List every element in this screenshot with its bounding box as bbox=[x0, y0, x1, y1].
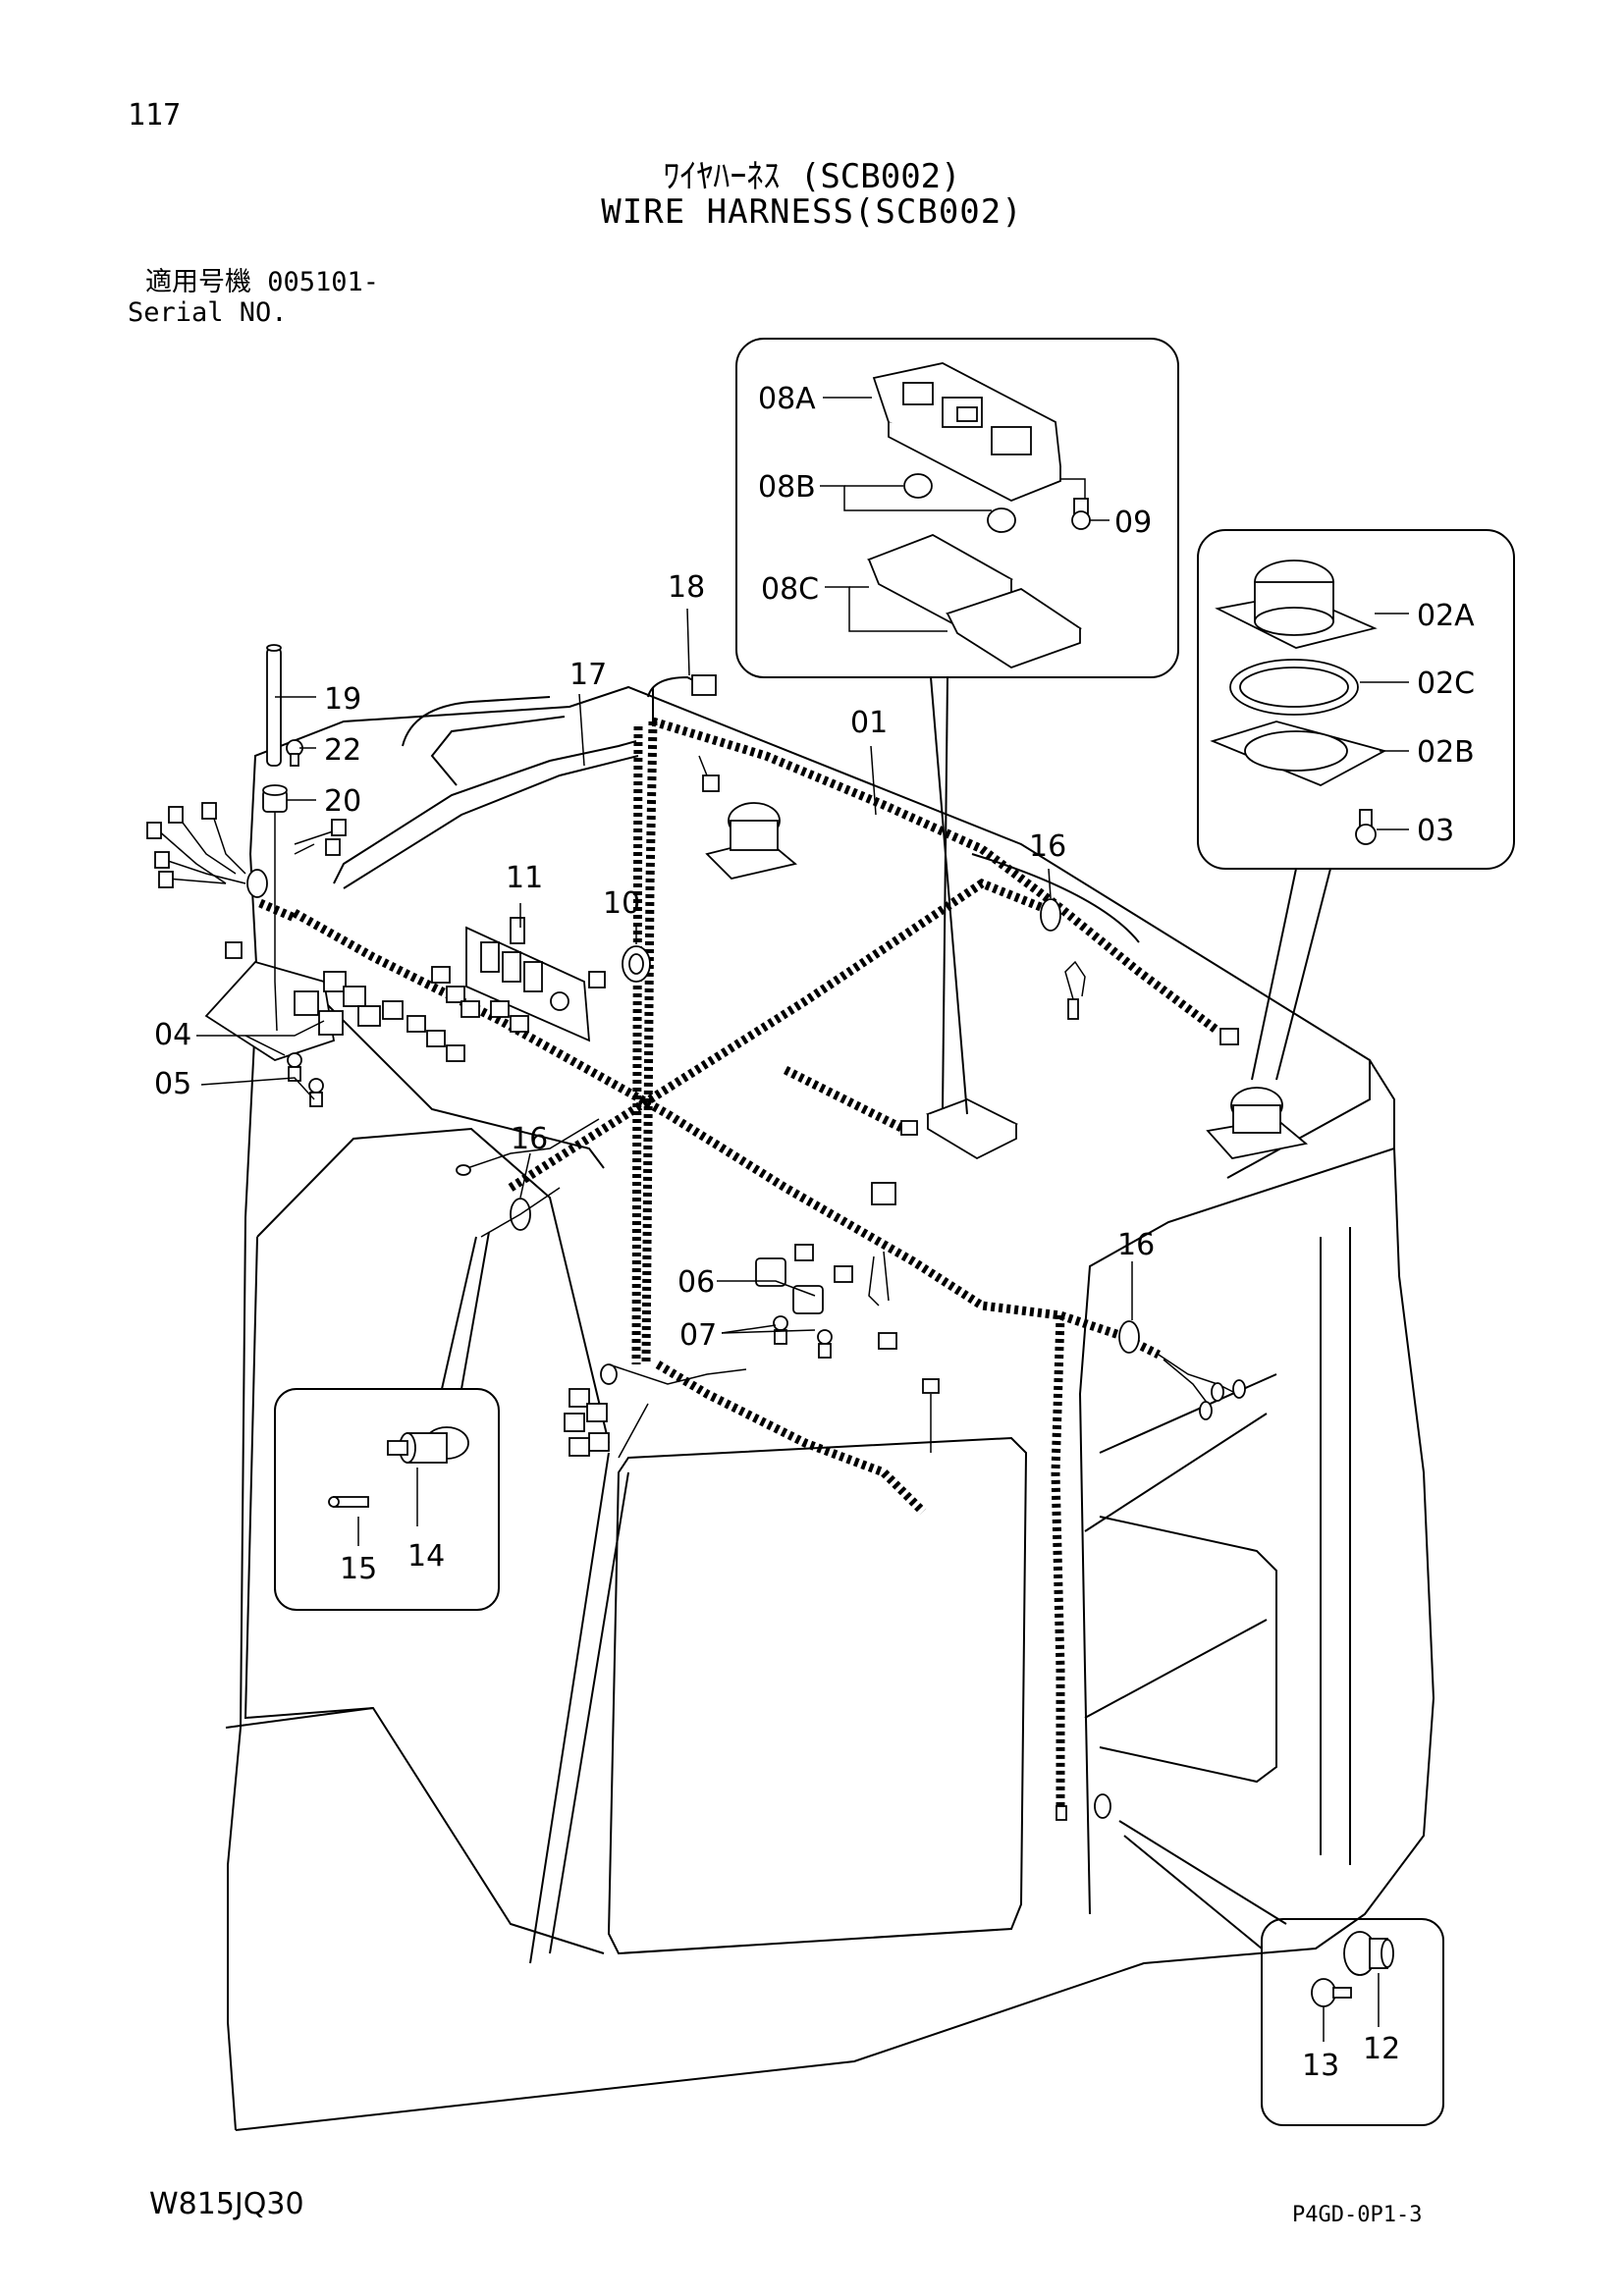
screw-part-22 bbox=[286, 739, 303, 767]
speaker-dome-right bbox=[1206, 1087, 1309, 1159]
room-lamp-on-roof bbox=[925, 1098, 1019, 1160]
callout-10: 10 bbox=[603, 886, 640, 921]
right-connector-bundle bbox=[1158, 1354, 1246, 1420]
inset-speaker bbox=[1197, 529, 1515, 1081]
callout-16-top: 16 bbox=[1029, 829, 1066, 864]
antenna-rod-part-19 bbox=[266, 644, 282, 767]
leader-lines bbox=[196, 608, 1133, 1334]
callout-18: 18 bbox=[668, 570, 705, 605]
callout-02C: 02C bbox=[1417, 667, 1475, 701]
serial-label-english: Serial NO. bbox=[128, 297, 288, 328]
door-switch-on-pillar bbox=[1056, 1793, 1111, 1821]
callout-08B: 08B bbox=[758, 470, 816, 505]
callout-11: 11 bbox=[506, 861, 543, 895]
callout-02B: 02B bbox=[1417, 735, 1475, 770]
callout-12: 12 bbox=[1363, 2032, 1400, 2066]
title-japanese: ﾜｲﾔﾊｰﾈｽ (SCB002) bbox=[663, 157, 961, 196]
inset-room-lamp bbox=[735, 338, 1179, 1115]
roof-connectors bbox=[698, 755, 1239, 1136]
left-connector-bundle bbox=[146, 802, 347, 898]
page-number: 117 bbox=[128, 98, 182, 133]
callout-20: 20 bbox=[324, 784, 361, 819]
callout-02A: 02A bbox=[1417, 599, 1475, 633]
tube-harness-17 bbox=[333, 675, 698, 889]
inset-door-switch bbox=[1118, 1820, 1444, 2126]
bolt-part-05 bbox=[287, 1052, 324, 1107]
callout-01: 01 bbox=[850, 706, 888, 740]
cab-outline bbox=[225, 685, 1435, 2131]
callout-16-mid: 16 bbox=[511, 1122, 548, 1156]
document-code: W815JQ30 bbox=[149, 2187, 304, 2221]
callout-16-right: 16 bbox=[1117, 1228, 1155, 1262]
relay-part-06 bbox=[755, 1182, 896, 1314]
grommet-part-16 bbox=[456, 898, 1140, 1354]
callout-05: 05 bbox=[154, 1067, 191, 1101]
relay-bracket-part-04 bbox=[204, 941, 404, 1061]
panel-connectors bbox=[406, 966, 606, 1062]
serial-label-japanese: 適用号機 005101- bbox=[145, 267, 380, 297]
callout-07: 07 bbox=[679, 1318, 717, 1353]
callout-04: 04 bbox=[154, 1018, 191, 1052]
callout-03: 03 bbox=[1417, 814, 1454, 848]
grommet-part-10 bbox=[622, 945, 651, 983]
inset-fitting bbox=[274, 1231, 500, 1611]
callout-19: 19 bbox=[324, 682, 361, 717]
callout-14: 14 bbox=[407, 1539, 445, 1574]
callout-06: 06 bbox=[677, 1265, 715, 1300]
lower-left-connector-cluster bbox=[564, 1363, 747, 1459]
callout-17: 17 bbox=[569, 658, 607, 692]
callout-08C: 08C bbox=[761, 572, 819, 607]
callout-labels: 19 22 20 04 05 17 18 01 16 11 10 16 16 0… bbox=[154, 382, 1475, 2083]
bolt-part-07 bbox=[773, 1315, 940, 1453]
wire-harness bbox=[258, 717, 1220, 1806]
callout-22: 22 bbox=[324, 733, 361, 768]
antenna-base-part-20 bbox=[262, 784, 288, 813]
callout-09: 09 bbox=[1114, 506, 1152, 540]
title-english: WIRE HARNESS(SCB002) bbox=[601, 192, 1023, 232]
page-code: P4GD-0P1-3 bbox=[1292, 2203, 1423, 2227]
callout-15: 15 bbox=[340, 1552, 377, 1586]
callout-08A: 08A bbox=[758, 382, 816, 416]
connector-part-18 bbox=[691, 674, 717, 696]
callout-13: 13 bbox=[1302, 2049, 1339, 2083]
speaker-dome-left bbox=[705, 802, 797, 880]
